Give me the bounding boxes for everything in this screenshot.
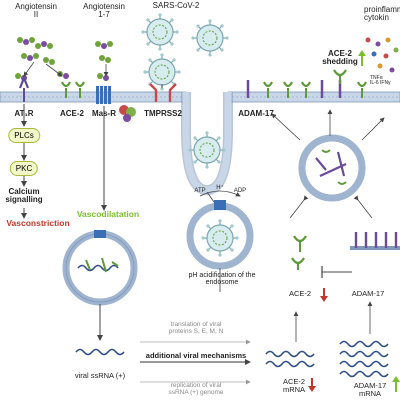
adam17-mrna-up-arrow <box>392 376 400 392</box>
cell-membrane-right <box>227 91 400 103</box>
label-adam17: ADAM-17 <box>238 109 274 118</box>
ace2-mrna-2 <box>265 360 315 368</box>
label-vasodilatation: Vascodilatation <box>76 209 140 219</box>
cell-membrane-left <box>0 91 187 103</box>
label-ace2-lower: ACE-2 <box>288 289 312 298</box>
adam17-mrna-3 <box>339 360 389 368</box>
label-mas-r: Mas-R <box>91 109 117 118</box>
adam17-mrna-1 <box>339 340 389 348</box>
label-proinflammatory-cytokines: proinflammacytokin <box>364 5 400 23</box>
label-viral-ssrna: viral ssRNA (+) <box>74 371 126 380</box>
viral-ssrna <box>75 348 125 356</box>
tmprss2-protease <box>119 105 136 122</box>
adam17-mrna-2 <box>339 350 389 358</box>
label-h-plus: H⁺ <box>216 185 224 191</box>
label-adp: ADP <box>233 188 247 194</box>
angiotensin-ii-peptides <box>15 37 69 81</box>
endosome-center <box>186 200 254 270</box>
label-plcs: PLCs <box>8 128 40 143</box>
at1r-receptor <box>18 75 30 102</box>
label-ace2-receptor: ACE-2 <box>59 109 85 118</box>
label-additional-mechanisms: additional viral mechanisms <box>145 351 247 360</box>
label-vasoconstriction: Vasconstriction <box>6 218 70 228</box>
adam17-mrna-4 <box>339 370 389 378</box>
ace2-mrna-1 <box>265 350 315 358</box>
endosome-right <box>298 134 366 202</box>
ace2-down-arrow <box>320 288 328 302</box>
label-at1r: AT₁R <box>14 109 34 118</box>
label-adam17-lower: ADAM-17 <box>351 289 385 298</box>
shed-ace2 <box>333 69 347 84</box>
ace2-mrna-down-arrow <box>308 378 316 392</box>
lower-adam17-row <box>350 232 400 250</box>
label-tmprss2: TMPRSS2 <box>144 109 182 118</box>
label-atp: ATP <box>194 188 206 194</box>
sars-cov-2-virus-1 <box>140 12 180 52</box>
angiotensin-1-7-peptides <box>95 41 113 81</box>
label-sars-cov-2: SARS-CoV-2 <box>152 1 200 10</box>
tmprss2-receptors <box>149 83 177 102</box>
mas-r-receptor <box>96 86 111 104</box>
label-pkc: PKC <box>9 161 39 176</box>
endosome-left <box>62 230 138 306</box>
endocytosed-virus <box>187 130 227 170</box>
ace2-shedding-up-arrow <box>358 50 366 66</box>
sars-cov-2-virus-2 <box>190 18 230 58</box>
lower-ace2-group <box>291 235 307 270</box>
cytokine-dots <box>365 37 399 73</box>
